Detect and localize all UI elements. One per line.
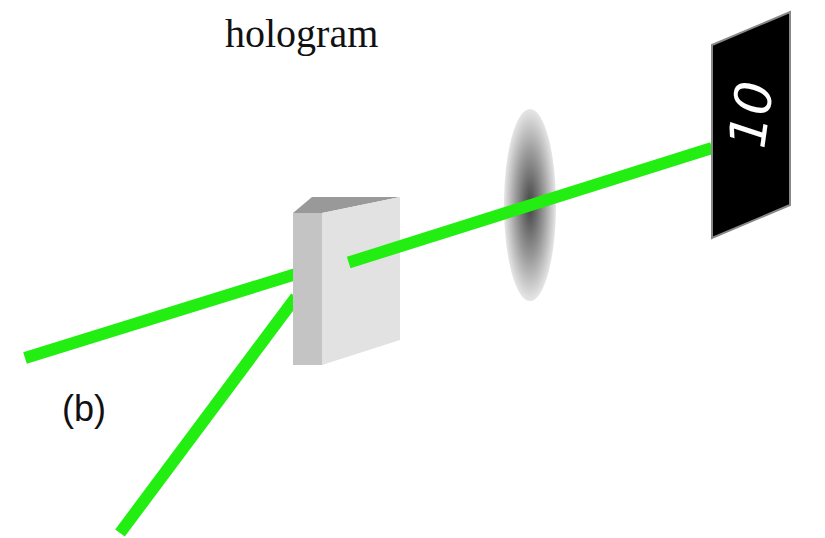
- panel-label: (b): [62, 388, 106, 430]
- object-beam: [120, 297, 296, 533]
- component-label: hologram: [225, 10, 378, 57]
- reconstructed-beam: [349, 148, 712, 263]
- plate-side: [293, 213, 322, 365]
- plate-face: [322, 197, 400, 365]
- screen-face: [712, 12, 790, 238]
- screen: 10: [710, 10, 792, 240]
- hologram-plate: hologram: [293, 197, 400, 365]
